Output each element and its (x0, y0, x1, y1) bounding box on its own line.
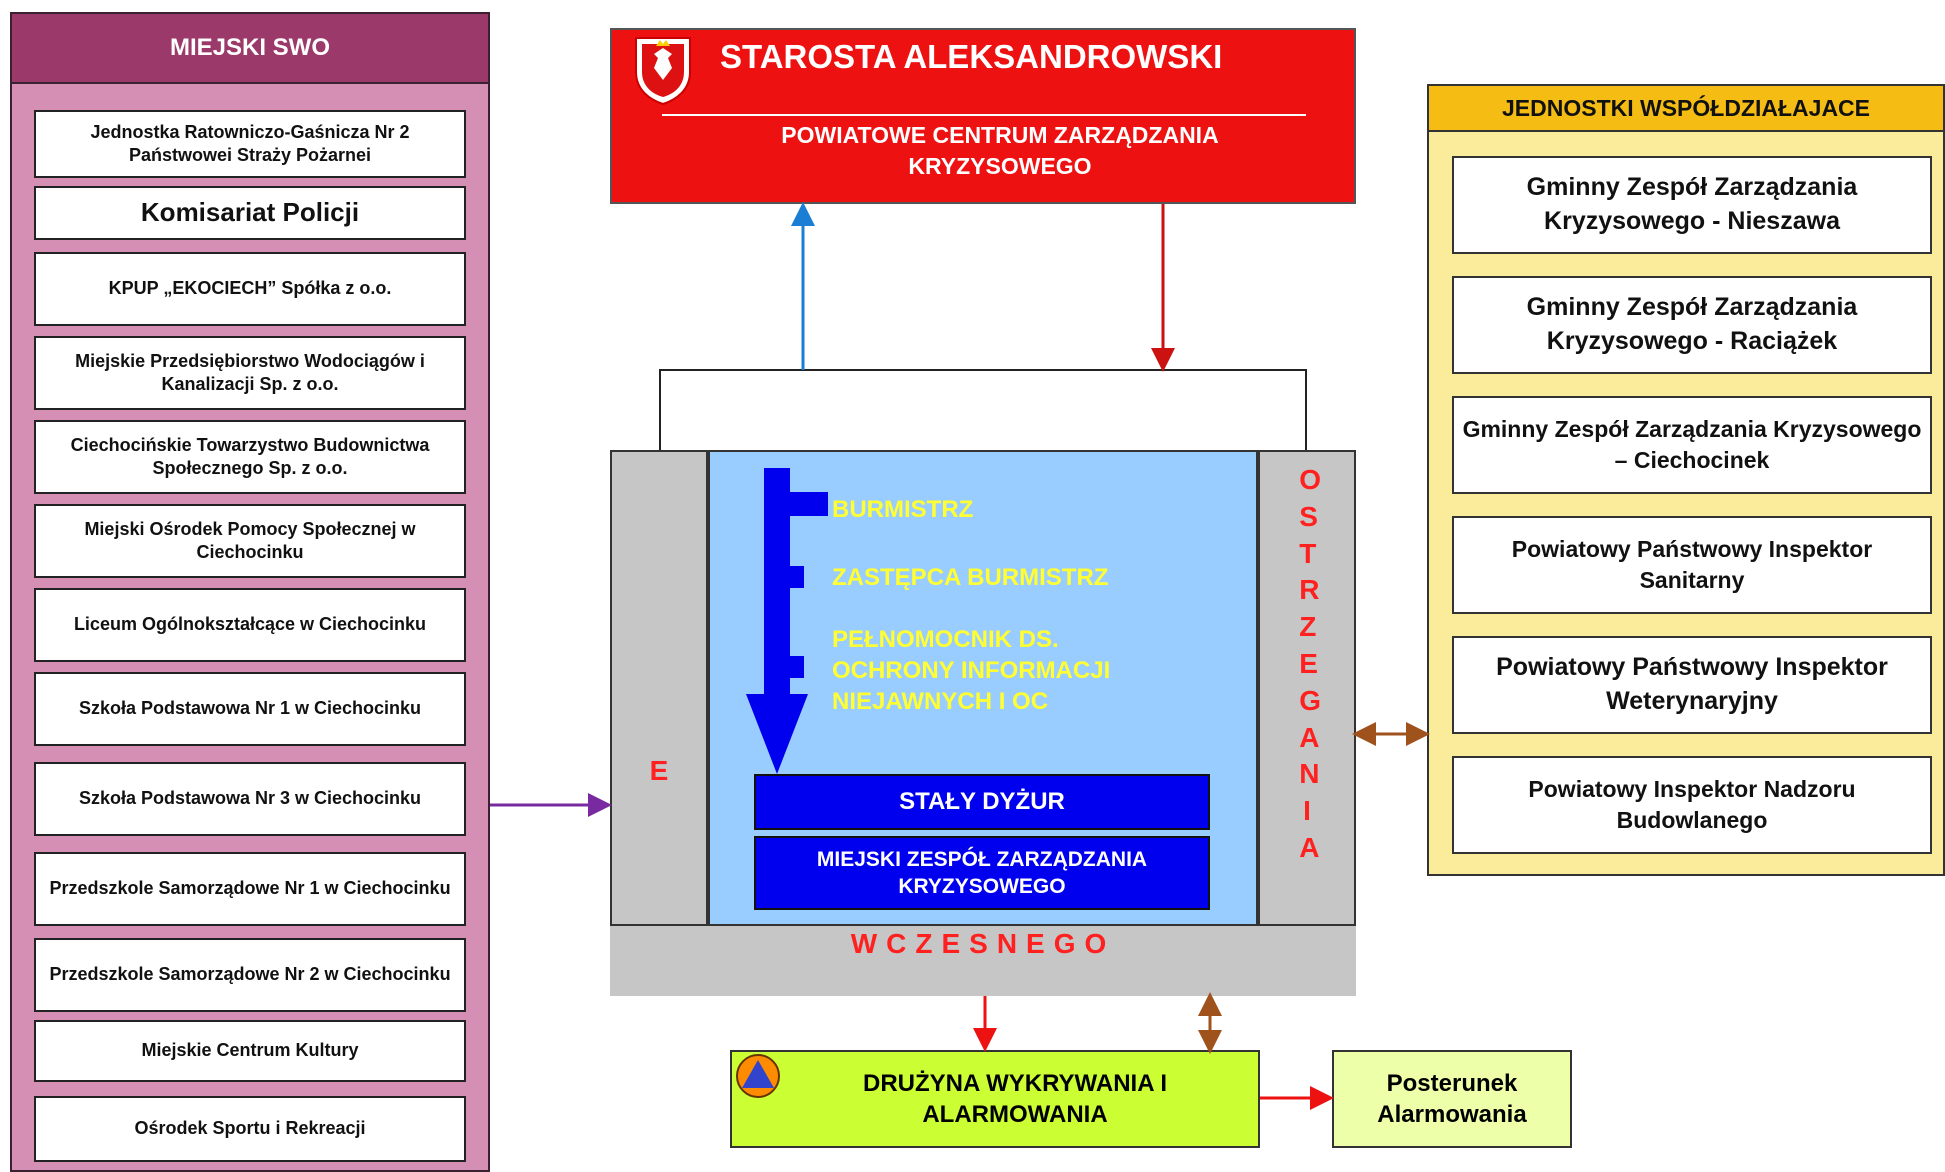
right-unit-raciazek[interactable]: Gminny Zespół Zarządzania Kryzysowego - … (1452, 276, 1932, 374)
starosta-box[interactable] (610, 28, 1356, 204)
left-unit-liceum[interactable]: Liceum Ogólnokształcące w Ciechocinku (34, 588, 466, 662)
right-unit-nadzor[interactable]: Powiatowy Inspektor Nadzoru Budowlanego (1452, 756, 1932, 854)
starosta-title: STAROSTA ALEKSANDROWSKI (720, 38, 1223, 75)
left-unit-sp1[interactable]: Szkoła Podstawowa Nr 1 w Ciechocinku (34, 672, 466, 746)
left-unit-przedszkole2[interactable]: Przedszkole Samorządowe Nr 2 w Ciechocin… (34, 938, 466, 1012)
bracket-line (659, 369, 1307, 450)
left-unit-osir[interactable]: Ośrodek Sportu i Rekreacji (34, 1096, 466, 1162)
left-unit-ctbs[interactable]: Ciechocińskie Towarzystwo Budownictwa Sp… (34, 420, 466, 494)
ews-left-letter: E (649, 755, 669, 786)
left-unit-przedszkole1[interactable]: Przedszkole Samorządowe Nr 1 w Ciechocin… (34, 852, 466, 926)
staly-dyzur-box[interactable]: STAŁY DYŻUR (754, 774, 1210, 830)
left-unit-mops[interactable]: Miejski Ośrodek Pomocy Społecznej w Ciec… (34, 504, 466, 578)
left-unit-mpwik[interactable]: Miejskie Przedsiębiorstwo Wodociągów i K… (34, 336, 466, 410)
left-unit-mck[interactable]: Miejskie Centrum Kultury (34, 1020, 466, 1082)
right-unit-ciechocinek[interactable]: Gminny Zespół Zarządzania Kryzysowego – … (1452, 396, 1932, 494)
left-unit-jrg[interactable]: Jednostka Ratowniczo-Gaśnicza Nr 2 Państ… (34, 110, 466, 178)
coat-of-arms-icon (635, 37, 691, 106)
ews-left-band (610, 450, 708, 926)
left-unit-komisariat[interactable]: Komisariat Policji (34, 186, 466, 240)
civil-defense-icon (736, 1054, 780, 1098)
right-unit-nieszawa[interactable]: Gminny Zespół Zarządzania Kryzysowego - … (1452, 156, 1932, 254)
ews-wczesnego: WCZESNEGO (850, 928, 1116, 959)
left-unit-sp3[interactable]: Szkoła Podstawowa Nr 3 w Ciechocinku (34, 762, 466, 836)
zastepca-label: ZASTĘPCA BURMISTRZ (832, 564, 1109, 591)
mzzk-box[interactable]: MIEJSKI ZESPÓŁ ZARZĄDZANIA KRYZYSOWEGO (754, 836, 1210, 910)
ews-ostrzegania: OSTRZEGANIA (1258, 462, 1356, 867)
miejski-swo-header: MIEJSKI SWO (10, 12, 490, 84)
pczk-subtitle: POWIATOWE CENTRUM ZARZĄDZANIA KRYZYSOWEG… (781, 122, 1219, 180)
burmistrz-label: BURMISTRZ (832, 496, 974, 523)
right-unit-sanepid[interactable]: Powiatowy Państwowy Inspektor Sanitarny (1452, 516, 1932, 614)
pelnomocnik-label: PEŁNOMOCNIK DS. OCHRONY INFORMACJI NIEJA… (832, 626, 1111, 716)
right-unit-weterynaria[interactable]: Powiatowy Państwowy Inspektor Weterynary… (1452, 636, 1932, 734)
ews-right-band (1258, 450, 1356, 926)
left-unit-ekociech[interactable]: KPUP „EKOCIECH” Spółka z o.o. (34, 252, 466, 326)
starosta-divider (662, 114, 1306, 116)
ews-ostrzegania-text: OSTRZEGANIA (1299, 464, 1321, 863)
hierarchy-arrow-icon (746, 468, 828, 774)
ews-bottom-band (610, 920, 1356, 996)
jednostki-header: JEDNOSTKI WSPÓŁDZIAŁAJACE (1427, 84, 1945, 132)
